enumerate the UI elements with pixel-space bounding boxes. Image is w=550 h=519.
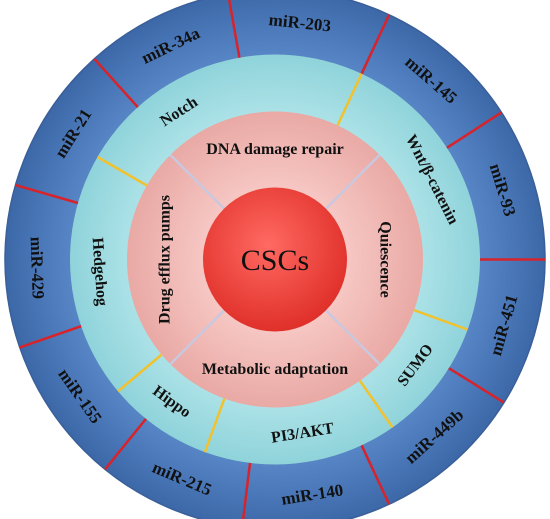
mechanism-label: Quiescence <box>377 221 394 297</box>
outer-divider <box>360 444 391 505</box>
core-label: CSCs <box>241 244 309 277</box>
outer-divider <box>93 58 139 108</box>
mirna-label: miR-429 <box>27 236 48 299</box>
inner-divider <box>169 153 225 210</box>
middle-divider <box>96 155 148 187</box>
pathway-label: Hedgehog <box>89 237 111 306</box>
middle-ring-dividers <box>96 73 469 453</box>
outer-divider <box>241 462 252 519</box>
inner-divider <box>325 153 381 210</box>
outer-divider <box>360 14 391 75</box>
middle-divider <box>336 73 363 126</box>
outer-divider <box>15 183 79 205</box>
middle-divider <box>413 308 469 331</box>
inner-divider <box>169 309 225 366</box>
inner-divider <box>325 309 381 366</box>
middle-divider <box>117 353 163 393</box>
middle-divider <box>203 398 226 453</box>
outer-ring-dividers <box>15 0 545 519</box>
outer-divider <box>19 325 82 349</box>
middle-divider <box>358 380 394 429</box>
mechanism-label: Drug efflux pumps <box>157 195 174 324</box>
outer-divider <box>446 111 503 149</box>
outer-divider <box>227 0 241 58</box>
outer-divider <box>448 367 505 404</box>
outer-divider <box>104 418 147 471</box>
mechanism-label: DNA damage repair <box>206 141 343 158</box>
mechanism-label: Metabolic adaptation <box>202 361 348 378</box>
core-circle <box>203 187 347 332</box>
inner-ring-dividers <box>169 153 381 366</box>
